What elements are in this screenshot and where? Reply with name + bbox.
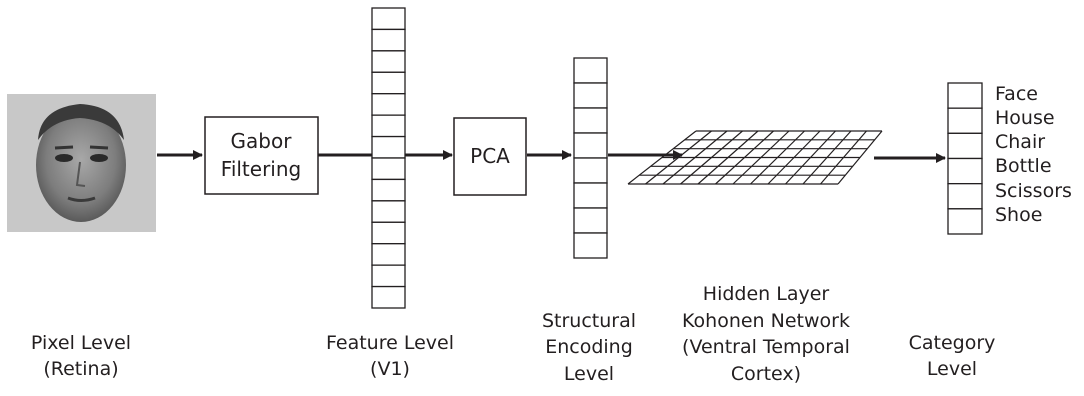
structural-cell	[573, 207, 608, 234]
feature-cell	[371, 178, 406, 202]
structural-cell	[573, 57, 608, 84]
hidden-layer-label-line1: Hidden Layer	[703, 283, 830, 305]
feature-cell	[371, 135, 406, 159]
category-label-shoe: Shoe	[995, 204, 1042, 226]
feature-level-sublabel: (V1)	[370, 358, 410, 380]
feature-cell	[371, 157, 406, 181]
pixel-level-label: Pixel Level	[31, 332, 131, 354]
face-photo-icon	[7, 94, 156, 232]
category-cell	[947, 157, 983, 185]
category-cell	[947, 183, 983, 210]
gabor-filtering-box: Gabor Filtering	[204, 116, 319, 195]
structural-label-line2: Encoding	[545, 336, 633, 358]
gabor-label-line2: Filtering	[221, 157, 301, 181]
category-labels: Face House Chair Bottle Scissors Shoe	[995, 83, 1072, 226]
kohonen-grid	[627, 130, 883, 185]
structural-cell	[573, 107, 608, 134]
category-label-chair: Chair	[995, 131, 1045, 153]
feature-cell	[371, 243, 406, 266]
structural-vector	[573, 57, 608, 259]
structural-label-line3: Level	[564, 363, 614, 385]
gabor-label-line1: Gabor	[231, 129, 293, 153]
feature-cell	[371, 264, 406, 288]
category-level-label-line1: Category	[909, 332, 996, 354]
category-cell	[947, 107, 983, 134]
pca-label: PCA	[470, 144, 510, 168]
category-label-face: Face	[995, 83, 1038, 105]
hidden-layer-label-line4: Cortex)	[731, 363, 801, 385]
feature-cell	[371, 221, 406, 245]
feature-vector	[371, 7, 406, 309]
feature-level-label: Feature Level	[326, 332, 454, 354]
structural-cell	[573, 232, 608, 259]
feature-cell	[371, 7, 406, 31]
feature-cell	[371, 285, 406, 309]
stage-labels: Pixel Level (Retina) Feature Level (V1) …	[31, 283, 995, 385]
category-vector	[947, 82, 983, 235]
category-cell	[947, 132, 983, 160]
hidden-layer-label-line2: Kohonen Network	[682, 310, 850, 332]
category-label-bottle: Bottle	[995, 155, 1052, 177]
category-cell	[947, 82, 983, 109]
structural-cell	[573, 82, 608, 109]
category-level-label-line2: Level	[927, 358, 977, 380]
feature-cell	[371, 50, 406, 73]
feature-cell	[371, 114, 406, 138]
hidden-layer-label-line3: (Ventral Temporal	[682, 336, 850, 358]
category-label-house: House	[995, 107, 1055, 129]
structural-cell	[573, 157, 608, 184]
category-label-scissors: Scissors	[995, 180, 1072, 202]
pixel-level-sublabel: (Retina)	[43, 358, 118, 380]
pca-box: PCA	[453, 117, 527, 196]
feature-cell	[371, 71, 406, 95]
feature-cell	[371, 200, 406, 223]
category-cell	[947, 208, 983, 235]
feature-cell	[371, 93, 406, 116]
feature-cell	[371, 28, 406, 52]
structural-cell	[573, 182, 608, 209]
structural-label-line1: Structural	[542, 310, 636, 332]
structural-cell	[573, 132, 608, 159]
